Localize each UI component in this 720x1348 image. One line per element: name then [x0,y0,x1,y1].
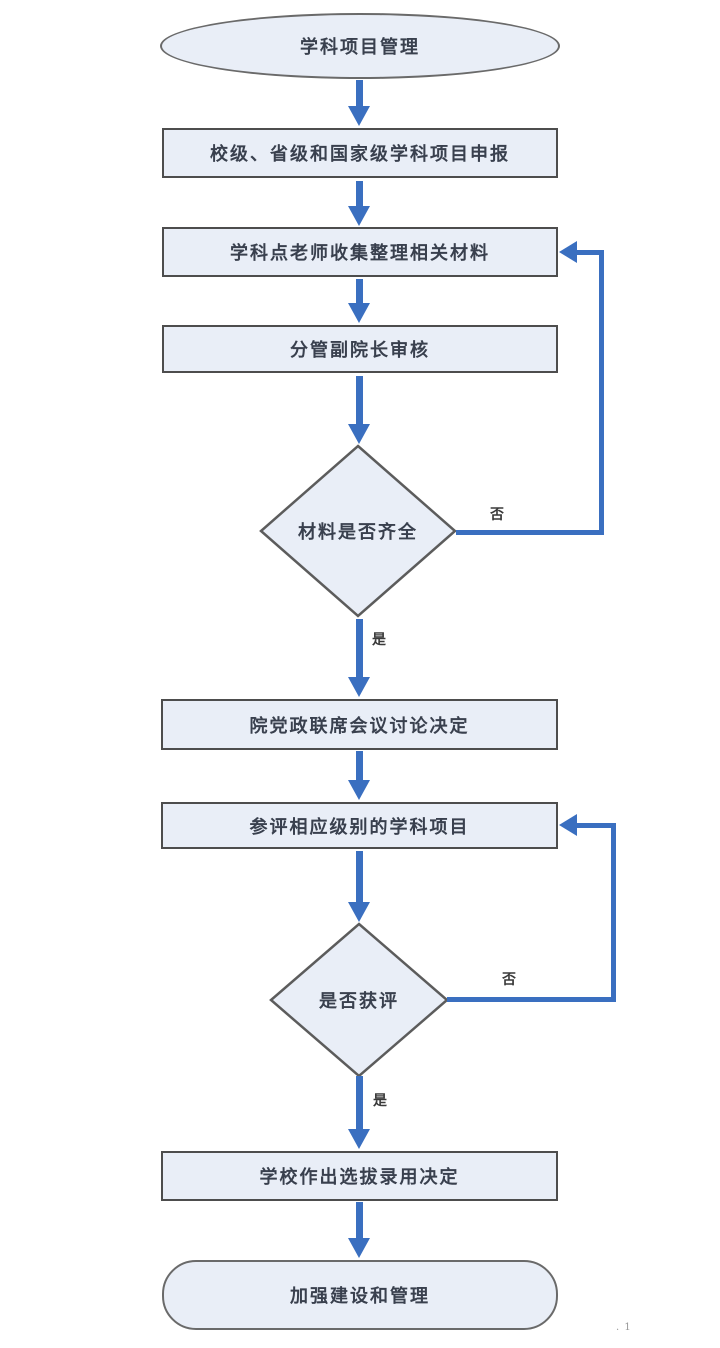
process-box-evaluate: 参评相应级别的学科项目 [161,802,558,849]
arrow-review-to-decision1 [348,376,370,444]
process-box-review: 分管副院长审核 [162,325,558,373]
diamond-shape-icon [259,444,457,618]
process-label-selection: 学校作出选拔录用决定 [259,1167,460,1188]
decision-diamond-materials: 材料是否齐全 [259,444,457,618]
start-terminator: 学科项目管理 [160,13,560,79]
process-box-selection: 学校作出选拔录用决定 [161,1151,558,1201]
arrow-meeting-to-evaluate [348,751,370,800]
arrow-shaft [355,619,363,677]
arrow-down-icon [348,424,370,444]
arrow-shaft [355,376,363,424]
process-label-collect: 学科点老师收集整理相关材料 [230,243,490,264]
arrow-shaft [355,279,363,303]
arrow-down-icon [348,1238,370,1258]
arrow-shaft [355,1202,363,1238]
arrow-down-icon [348,780,370,800]
end-label: 加强建设和管理 [290,1286,430,1307]
decision-label-materials: 材料是否齐全 [298,522,418,543]
arrow-collect-to-review [348,279,370,323]
branch-label-no-2: 否 [502,972,516,988]
arrow-shaft [355,181,363,206]
start-label: 学科项目管理 [300,37,420,58]
process-label-meeting: 院党政联席会议讨论决定 [249,715,470,737]
loop2-vertical-line [611,823,616,1002]
process-label-apply: 校级、省级和国家级学科项目申报 [210,144,510,165]
branch-label-no-1: 否 [490,507,504,523]
arrow-down-icon [348,303,370,323]
process-label-evaluate: 参评相应级别的学科项目 [249,816,470,838]
branch-label-yes-2: 是 [373,1093,387,1109]
loop1-horizontal-line [456,530,604,535]
branch-label-yes-1: 是 [372,632,386,648]
arrow-decision2-to-selection [348,1076,370,1149]
arrow-apply-to-collect [348,181,370,226]
arrow-down-icon [348,1129,370,1149]
arrow-selection-to-end [348,1202,370,1258]
arrow-down-icon [348,677,370,697]
loop1-vertical-line [599,250,604,535]
loop1-return-line [576,250,604,255]
arrow-shaft [355,1076,363,1129]
arrow-shaft [355,80,363,106]
arrow-left-icon [559,814,577,836]
scan-artifact-text: . 1 [616,1322,632,1333]
arrow-decision1-to-meeting [348,619,370,697]
process-label-review: 分管副院长审核 [290,340,430,361]
process-box-meeting: 院党政联席会议讨论决定 [161,699,558,750]
arrow-left-icon [559,241,577,263]
process-box-apply: 校级、省级和国家级学科项目申报 [162,128,558,178]
process-box-collect: 学科点老师收集整理相关材料 [162,227,558,277]
loop2-horizontal-line [447,997,616,1002]
arrow-evaluate-to-decision2 [348,851,370,922]
arrow-down-icon [348,902,370,922]
decision-label-awarded: 是否获评 [319,991,399,1012]
end-terminator: 加强建设和管理 [162,1260,558,1330]
loop2-return-line [576,823,616,828]
arrow-down-icon [348,206,370,226]
decision-diamond-awarded: 是否获评 [269,922,449,1078]
arrow-start-to-apply [348,80,370,126]
arrow-down-icon [348,106,370,126]
arrow-shaft [355,851,363,902]
arrow-shaft [355,751,363,780]
